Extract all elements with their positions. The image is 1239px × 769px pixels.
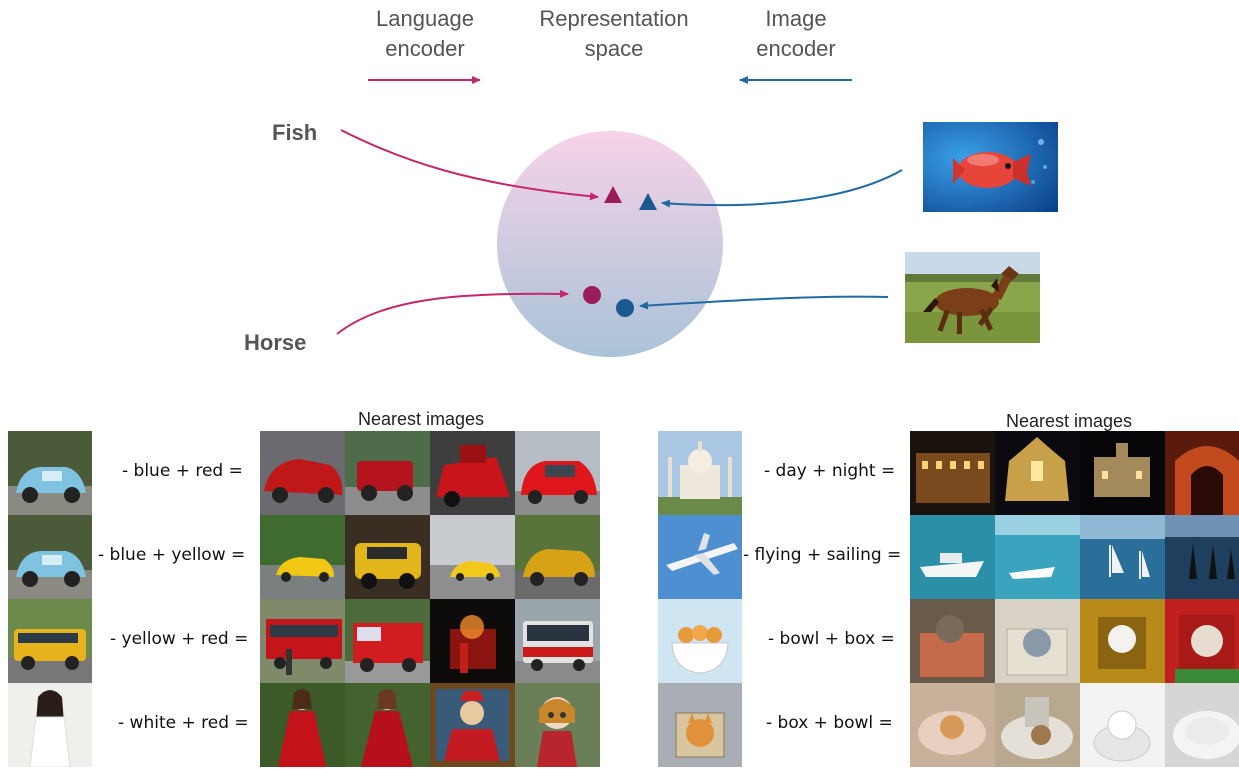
fish-image-marker [639,193,657,210]
language-encoder-label: Language encoder [376,6,474,61]
horse-photo [905,252,1040,343]
right-equation-1: - day + night = [764,461,896,481]
result-image [260,431,345,515]
left-equation-3: - yellow + red = [110,629,249,649]
result-image [430,683,515,767]
right-equation-4: - box + bowl = [766,713,893,733]
left-panel-title: Nearest images [358,409,485,429]
result-image [995,683,1080,767]
result-image [910,683,995,767]
left-results-grid [260,431,600,767]
right-panel-title: Nearest images [1006,411,1133,431]
fish-image-arrow [661,169,903,208]
left-source-image-3 [8,599,92,683]
horse-language-marker [583,286,601,304]
result-image [430,599,515,683]
result-image [345,515,430,599]
left-equation-2: - blue + yellow = [98,545,246,565]
result-image [260,515,345,599]
right-source-image-3 [658,599,742,683]
result-image [345,683,430,767]
representation-space-label: Representation space [539,6,689,61]
result-image [910,515,995,599]
left-source-image-4 [8,683,92,767]
representation-sphere [497,131,723,357]
result-image [260,599,345,683]
result-image [1080,431,1165,515]
result-image [515,515,600,599]
result-image [910,431,995,515]
result-image [995,599,1080,683]
right-source-image-1 [658,431,742,515]
horse-word-arrow [336,289,569,335]
horse-image-arrow [639,295,889,310]
result-image [1165,515,1239,599]
left-source-image-1 [8,431,92,515]
horse-word: Horse [244,330,307,355]
horse-image-marker [616,299,634,317]
right-equation-2: - flying + sailing = [743,545,902,565]
result-image [1165,683,1239,767]
left-equation-4: - white + red = [118,713,249,733]
left-source-image-2 [8,515,92,599]
fish-photo [923,122,1058,212]
result-image [430,431,515,515]
result-image [995,431,1080,515]
embedding-diagram [336,76,903,357]
right-results-grid [910,431,1239,767]
result-image [1080,683,1165,767]
result-image [910,599,995,683]
result-image [1165,431,1239,515]
result-image [515,431,600,515]
result-image [345,431,430,515]
right-equation-3: - bowl + box = [768,629,895,649]
image-encoder-label: Image encoder [756,6,836,61]
fish-language-marker [604,186,622,203]
fish-word-arrow [340,129,599,201]
result-image [345,599,430,683]
right-source-image-2 [658,515,742,599]
result-image [260,683,345,767]
result-image [1080,599,1165,683]
right-source-image-4 [658,683,742,767]
result-image [515,683,600,767]
result-image [995,515,1080,599]
fish-word: Fish [272,120,318,145]
result-image [1165,599,1239,683]
result-image [1080,515,1165,599]
result-image [515,599,600,683]
result-image [430,515,515,599]
left-equation-1: - blue + red = [122,461,243,481]
